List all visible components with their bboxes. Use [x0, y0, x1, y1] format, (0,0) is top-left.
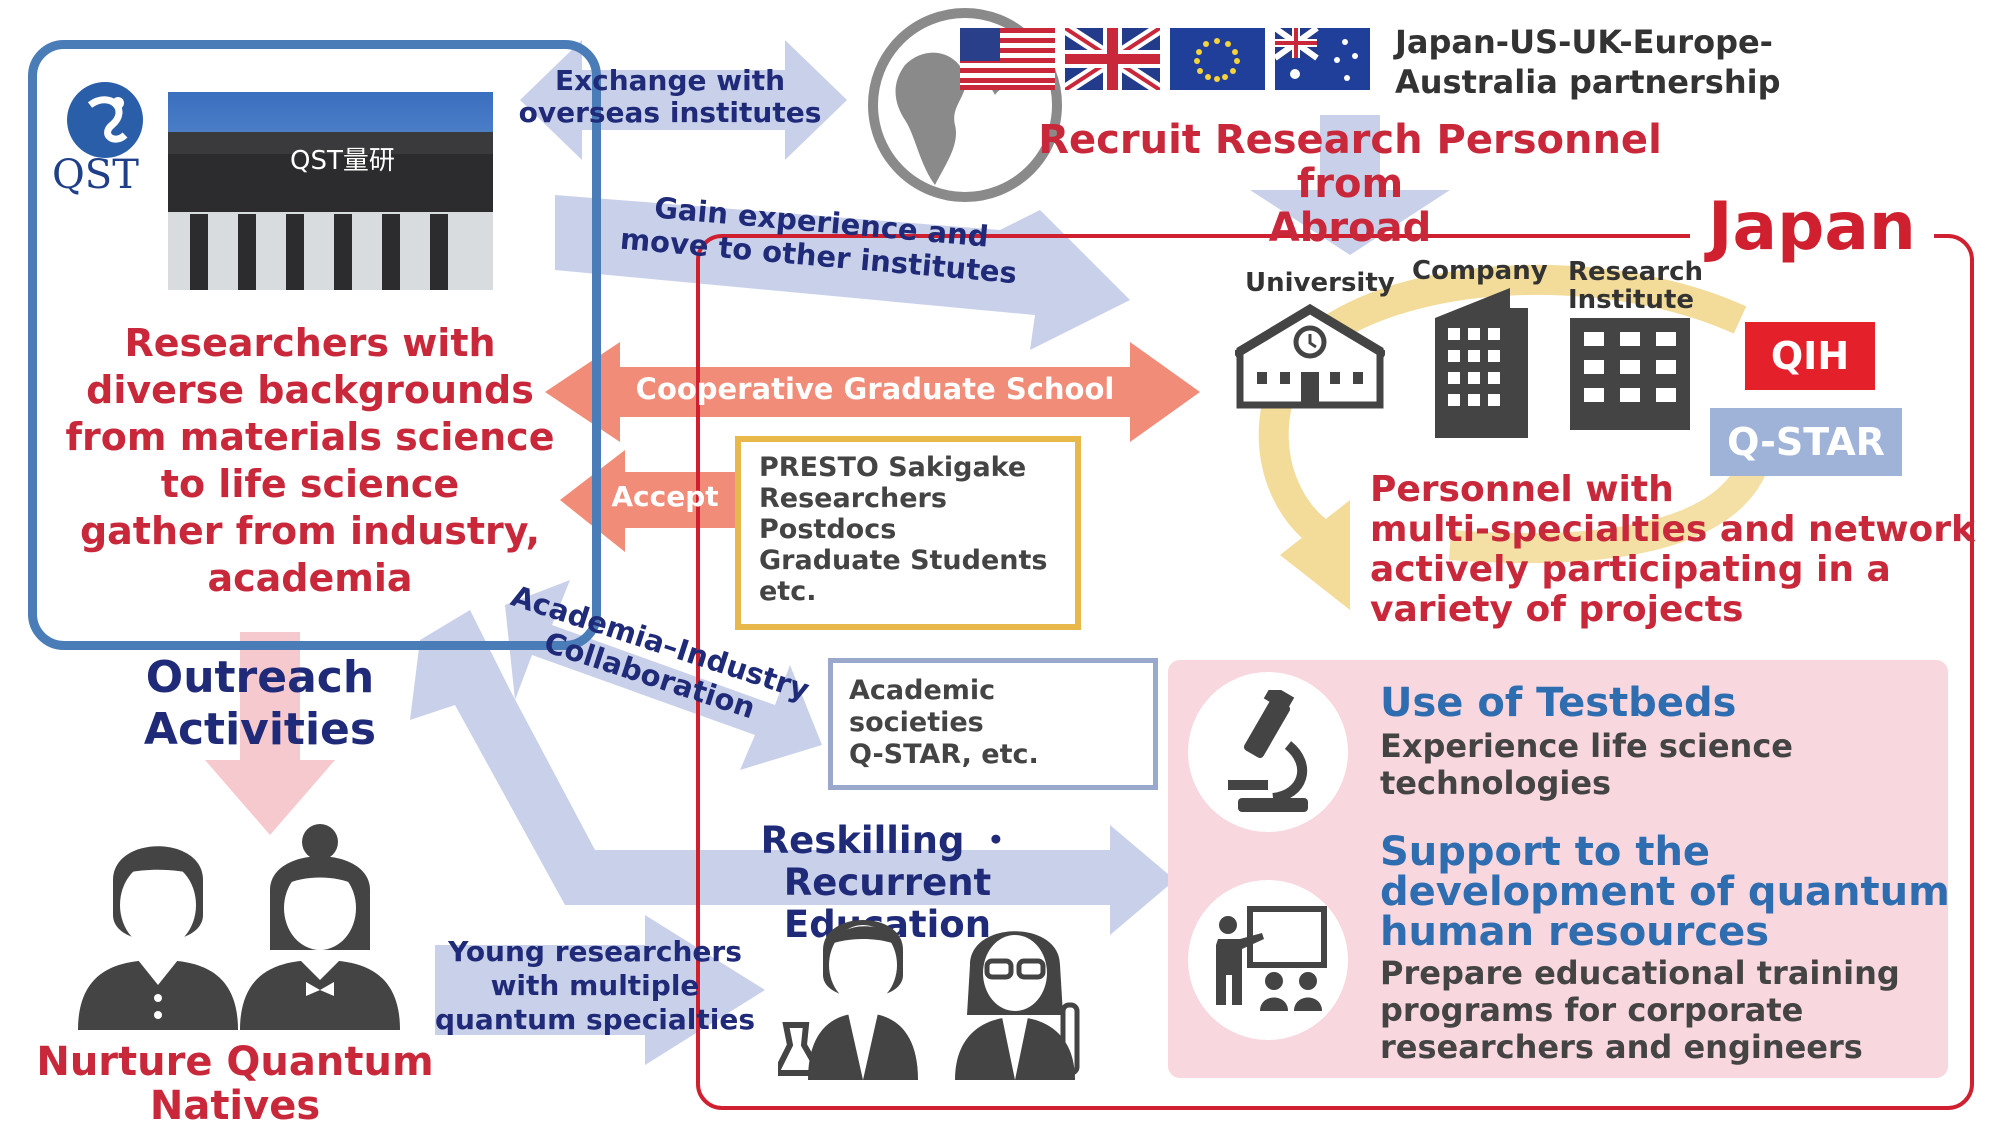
- scientist-female-icon: [955, 931, 1080, 1080]
- accept-arrow: [560, 450, 740, 552]
- japan-region: [696, 234, 1974, 1110]
- university-label: University: [1245, 268, 1395, 298]
- qst-box: [28, 40, 601, 650]
- building-sign: QST量研: [290, 146, 395, 176]
- uk-flag-icon: [1065, 28, 1160, 90]
- company-icon: [1435, 288, 1528, 438]
- recruit-label: Recruit Research Personnel from Abroad: [1038, 117, 1662, 251]
- australia-flag-icon: [1275, 28, 1370, 90]
- company-label: Company: [1412, 256, 1548, 286]
- academic-societies-box: Academic societies Q-STAR, etc.: [828, 658, 1158, 790]
- scientist-male-icon: [778, 920, 918, 1080]
- qst-logo-text: QST: [52, 152, 139, 198]
- recruit-arrow: [1250, 115, 1450, 255]
- gain-experience-arrow: [555, 195, 1130, 350]
- academia-industry-arrow: [505, 580, 822, 770]
- qst-logo-icon: [67, 82, 143, 158]
- presto-box: PRESTO Sakigake Researchers Postdocs Gra…: [735, 436, 1081, 630]
- japan-label: Japan: [1690, 188, 1934, 265]
- qstar-badge: Q-STAR: [1710, 408, 1902, 476]
- research-institute-label: Research Institute: [1568, 257, 1704, 315]
- accept-label: Accept: [611, 480, 719, 513]
- student-boy-icon: [78, 846, 238, 1030]
- exchange-arrow: [520, 40, 847, 160]
- young-researchers-label: Young researchers with multiple quantum …: [434, 935, 756, 1036]
- university-icon: [1235, 303, 1385, 409]
- qst-building-image: [168, 92, 493, 290]
- us-flag-icon: [960, 28, 1055, 90]
- cooperative-arrow: [545, 342, 1200, 442]
- partnership-label: Japan-US-UK-Europe- Australia partnershi…: [1395, 23, 1781, 101]
- qih-badge: QIH: [1745, 322, 1875, 390]
- outreach-arrow: [205, 632, 335, 835]
- qst-description: Researchers with diverse backgrounds fro…: [65, 321, 555, 600]
- young-researchers-arrow: [435, 915, 765, 1065]
- student-girl-icon: [240, 824, 400, 1030]
- reskilling-arrow: [410, 610, 1175, 935]
- testbeds-title: Use of Testbeds: [1380, 680, 1737, 726]
- support-title: Support to the development of quantum hu…: [1380, 829, 1950, 955]
- testbeds-description: Experience life science technologies: [1380, 727, 1793, 802]
- research-institute-icon: [1570, 318, 1690, 430]
- exchange-label: Exchange with overseas institutes: [518, 64, 822, 129]
- support-description: Prepare educational training programs fo…: [1380, 954, 1900, 1066]
- personnel-label: Personnel with multi-specialties and net…: [1370, 469, 1975, 630]
- microscope-icon: [1228, 690, 1308, 812]
- lecture-icon: [1216, 906, 1327, 1011]
- nurture-label: Nurture Quantum Natives: [36, 1039, 434, 1129]
- outreach-label: Outreach Activities: [143, 652, 377, 755]
- cooperative-label: Cooperative Graduate School: [635, 372, 1115, 406]
- eu-flag-icon: [1170, 28, 1265, 90]
